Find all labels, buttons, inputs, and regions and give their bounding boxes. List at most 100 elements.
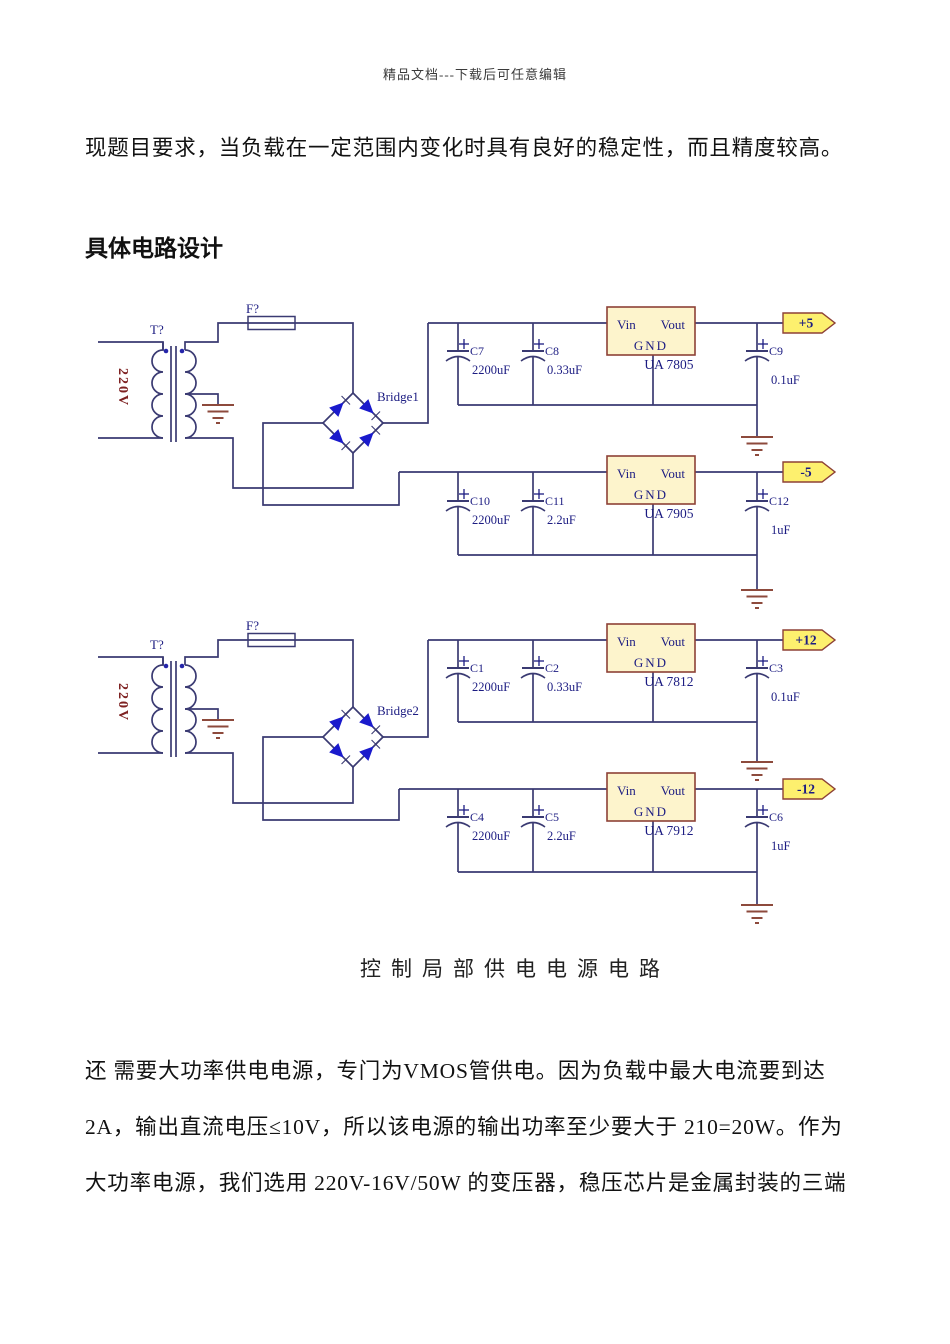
pin-label-vout: Vout xyxy=(661,634,686,649)
bridge-refdes: Bridge2 xyxy=(377,703,419,718)
capacitor-refdes: C6 xyxy=(769,810,783,824)
transformer-primary-winding xyxy=(151,657,164,754)
output-connector xyxy=(782,312,837,334)
capacitor-value: 2.2uF xyxy=(547,513,576,527)
transformer-secondary-winding xyxy=(184,664,197,754)
bridge-diode xyxy=(359,746,374,761)
body-paragraph-line: 还 需要大功率供电电源，专门为VMOS管供电。因为负载中最大电流要到达 xyxy=(85,1059,826,1083)
transformer-refdes: T? xyxy=(150,322,164,337)
regulator-part-number: UA 7912 xyxy=(644,823,693,838)
capacitor-value: 0.33uF xyxy=(547,363,582,377)
pin-label-gnd: GND xyxy=(634,655,668,670)
wire xyxy=(98,656,164,665)
pin-label-gnd: GND xyxy=(634,338,668,353)
regulator-box xyxy=(606,306,696,356)
regulator-box xyxy=(606,455,696,505)
wire xyxy=(262,736,400,821)
mains-voltage-label: 220V xyxy=(115,683,130,722)
diode-cathode-bar xyxy=(371,411,381,421)
capacitor-curved-plate xyxy=(520,821,546,828)
bridge-diamond xyxy=(321,391,385,455)
capacitor-refdes: C10 xyxy=(470,494,490,508)
capacitor-refdes: C11 xyxy=(545,494,565,508)
capacitor-refdes: C1 xyxy=(470,661,484,675)
wire xyxy=(185,708,219,720)
transformer-refdes: T? xyxy=(150,637,164,652)
regulator-box xyxy=(606,623,696,673)
capacitor-curved-plate xyxy=(445,355,471,362)
output-net-label: -5 xyxy=(800,465,811,480)
regulator-part-number: UA 7805 xyxy=(644,357,693,372)
capacitor-value: 2200uF xyxy=(472,829,510,843)
capacitor-value: 0.1uF xyxy=(771,690,800,704)
bridge-diode xyxy=(329,743,344,758)
capacitor-curved-plate xyxy=(744,672,770,679)
bridge-refdes: Bridge1 xyxy=(377,389,419,404)
wire xyxy=(185,752,354,804)
winding-polarity-dot xyxy=(179,663,185,669)
body-paragraph-line: 大功率电源，我们选用 220V-16V/50W 的变压器，稳压芯片是金属封装的三… xyxy=(85,1171,847,1195)
bridge-diode xyxy=(329,716,344,731)
capacitor-refdes: C7 xyxy=(470,344,484,358)
pin-label-vin: Vin xyxy=(617,783,636,798)
output-connector xyxy=(782,461,837,483)
wire xyxy=(295,639,354,707)
winding-polarity-dot xyxy=(163,663,169,669)
wire xyxy=(184,322,248,350)
capacitor-curved-plate xyxy=(744,355,770,362)
body-paragraph-line: 2A，输出直流电压≤10V，所以该电源的输出功率至少要大于 210=20W。作为 xyxy=(85,1115,843,1139)
section-heading: 具体电路设计 xyxy=(85,236,223,261)
wire xyxy=(184,639,248,665)
pin-label-vout: Vout xyxy=(661,783,686,798)
capacitor-refdes: C5 xyxy=(545,810,559,824)
capacitor-value: 1uF xyxy=(771,839,791,853)
capacitor-curved-plate xyxy=(520,355,546,362)
capacitor-curved-plate xyxy=(445,505,471,512)
diode-cathode-bar xyxy=(341,395,351,405)
diode-cathode-bar xyxy=(371,739,381,749)
winding-polarity-dot xyxy=(179,348,185,354)
figure-caption: 控制局部供电电源电路 xyxy=(360,957,670,981)
capacitor-refdes: C8 xyxy=(545,344,559,358)
capacitor-value: 2200uF xyxy=(472,363,510,377)
bridge-diode xyxy=(359,399,374,414)
diode-cathode-bar xyxy=(371,725,381,735)
bridge-diamond xyxy=(321,705,385,769)
capacitor-refdes: C2 xyxy=(545,661,559,675)
wire xyxy=(295,322,354,393)
fuse-refdes: F? xyxy=(246,301,259,316)
fuse-refdes: F? xyxy=(246,618,259,633)
pin-label-vin: Vin xyxy=(617,317,636,332)
capacitor-curved-plate xyxy=(744,505,770,512)
capacitor-curved-plate xyxy=(520,672,546,679)
output-net-label: +12 xyxy=(795,633,816,648)
pin-label-vin: Vin xyxy=(617,466,636,481)
diode-cathode-bar xyxy=(341,441,351,451)
diode-cathode-bar xyxy=(341,755,351,765)
capacitor-value: 2200uF xyxy=(472,680,510,694)
capacitor-value: 1uF xyxy=(771,523,791,537)
capacitor-value: 0.33uF xyxy=(547,680,582,694)
transformer-primary-winding xyxy=(151,342,164,439)
regulator-box xyxy=(606,772,696,822)
wire xyxy=(98,341,164,350)
intro-paragraph: 现题目要求，当负载在一定范围内变化时具有良好的稳定性，而且精度较高。 xyxy=(85,136,844,160)
capacitor-refdes: C3 xyxy=(769,661,783,675)
capacitor-refdes: C4 xyxy=(470,810,484,824)
capacitor-value: 2.2uF xyxy=(547,829,576,843)
mains-voltage-label: 220V xyxy=(115,368,130,407)
bridge-diode xyxy=(359,713,374,728)
output-connector xyxy=(782,778,837,800)
wire xyxy=(185,393,219,405)
diode-cathode-bar xyxy=(341,709,351,719)
pin-label-vout: Vout xyxy=(661,317,686,332)
header-note: 精品文档---下载后可任意编辑 xyxy=(383,67,567,82)
output-net-label: -12 xyxy=(797,782,815,797)
pin-label-vin: Vin xyxy=(617,634,636,649)
capacitor-curved-plate xyxy=(445,821,471,828)
pin-label-gnd: GND xyxy=(634,487,668,502)
bridge-diode xyxy=(359,432,374,447)
capacitor-curved-plate xyxy=(445,672,471,679)
